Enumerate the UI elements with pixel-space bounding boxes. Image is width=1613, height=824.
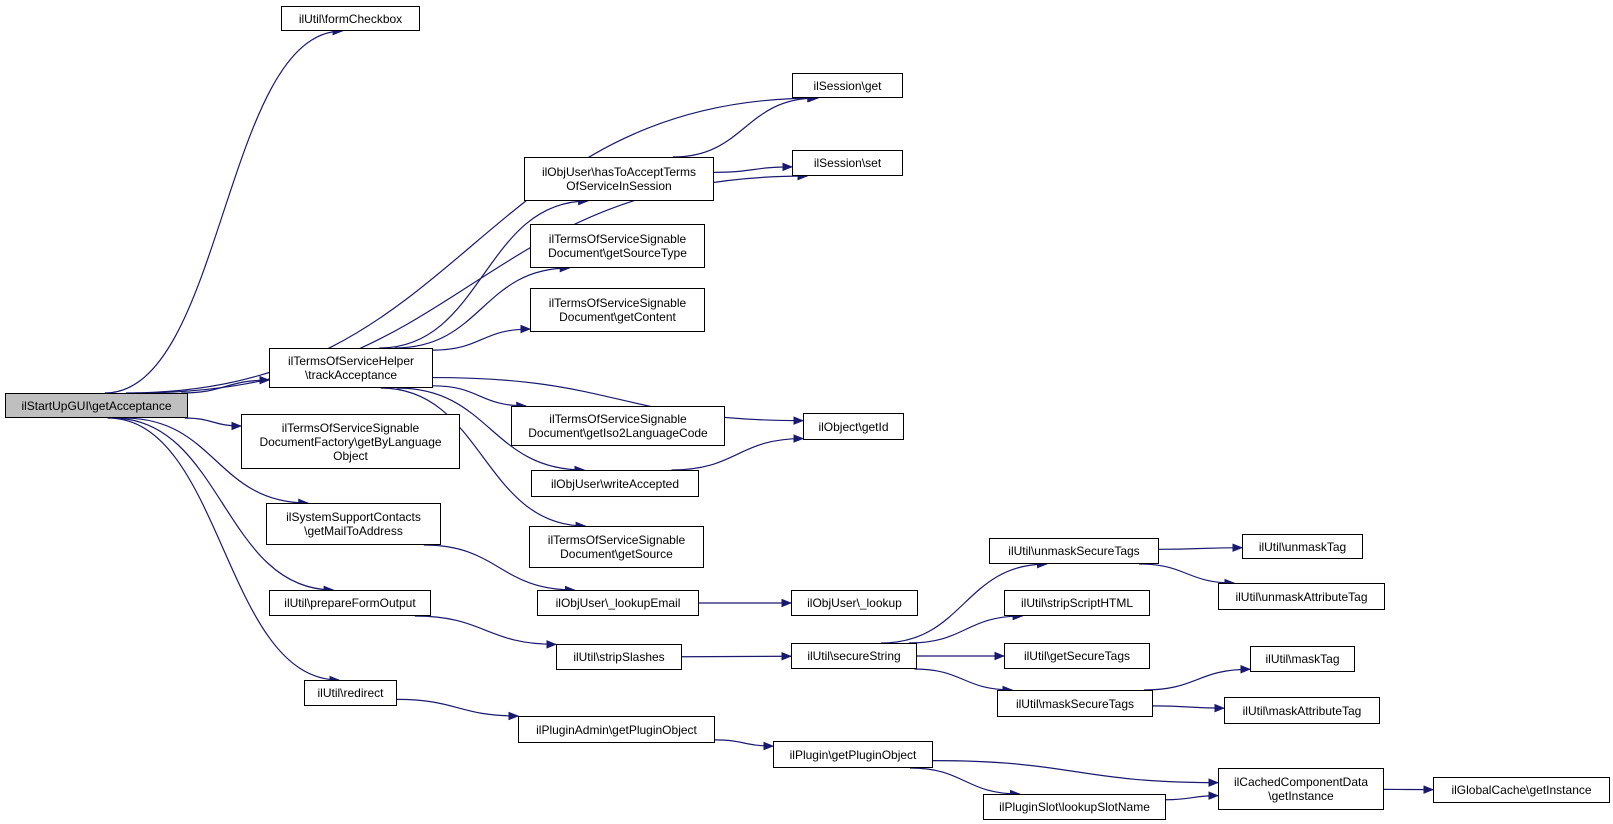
node-lookup-email[interactable]: ilObjUser\_lookupEmail [537, 590, 699, 616]
edge-trackAcceptance-to-hasToAccept [379, 196, 589, 349]
node-strip-script[interactable]: ilUtil\stripScriptHTML [1004, 590, 1150, 616]
edge-root-to-prepareForm [112, 417, 335, 595]
node-plugin-admin[interactable]: ilPluginAdmin\getPluginObject [518, 716, 715, 743]
edge-root-to-mailTo [123, 417, 310, 508]
node-secure-string[interactable]: ilUtil\secureString [791, 643, 917, 669]
edge-trackAcceptance-to-getSource [380, 387, 587, 531]
node-prepare-form[interactable]: ilUtil\prepareFormOutput [269, 590, 431, 616]
node-mail-to[interactable]: ilSystemSupportContacts \getMailToAddres… [266, 503, 441, 545]
node-get-id[interactable]: ilObject\getId [803, 413, 904, 440]
edge-hasToAccept-to-sessSet [713, 162, 794, 173]
edge-trackAcceptance-to-getIso2 [432, 385, 528, 411]
edge-maskSecure-to-maskAttr [1152, 703, 1226, 713]
edge-pluginObj-to-cached [932, 760, 1220, 787]
node-get-source[interactable]: ilTermsOfServiceSignable Document\getSou… [529, 526, 704, 568]
edge-secureString-to-unmaskSecure [881, 559, 1048, 644]
node-track-acceptance[interactable]: ilTermsOfServiceHelper \trackAcceptance [269, 348, 433, 388]
node-sess-set[interactable]: ilSession\set [792, 150, 903, 176]
edge-trackAcceptance-to-getId [432, 376, 805, 425]
node-strip-slashes[interactable]: ilUtil\stripSlashes [556, 644, 682, 670]
edge-redirect-to-pluginAdmin [396, 698, 520, 721]
node-mask-secure[interactable]: ilUtil\maskSecureTags [997, 690, 1153, 717]
edge-pluginObj-to-lookupSlot [909, 767, 1021, 799]
edge-root-to-sessGet [125, 93, 820, 394]
node-get-secure-tags[interactable]: ilUtil\getSecureTags [1004, 643, 1150, 669]
node-get-source-type[interactable]: ilTermsOfServiceSignable Document\getSou… [530, 224, 705, 268]
edge-secureString-to-maskSecure [914, 668, 1014, 695]
edge-root-to-formCheckbox [104, 26, 344, 394]
node-form-checkbox[interactable]: ilUtil\formCheckbox [281, 6, 420, 31]
edge-trackAcceptance-to-getContent [432, 324, 532, 351]
edge-unmaskSecure-to-unmaskAttr [1138, 563, 1236, 588]
node-plugin-obj[interactable]: ilPlugin\getPluginObject [773, 741, 933, 768]
edge-hasToAccept-to-sessGet [672, 93, 819, 158]
node-has-to-accept[interactable]: ilObjUser\hasToAcceptTerms OfServiceInSe… [524, 157, 714, 201]
node-global-cache[interactable]: ilGlobalCache\getInstance [1433, 777, 1610, 803]
edge-trackAcceptance-to-getSourceType [394, 263, 571, 349]
edge-pluginAdmin-to-pluginObj [714, 739, 775, 751]
node-lookup-slot[interactable]: ilPluginSlot\lookupSlotName [983, 794, 1166, 820]
node-unmask-attr[interactable]: ilUtil\unmaskAttributeTag [1218, 583, 1385, 610]
edge-lookupSlot-to-cached [1165, 791, 1220, 801]
edge-prepareForm-to-stripSlashes [414, 615, 558, 649]
node-cached[interactable]: ilCachedComponentData \getInstance [1218, 768, 1384, 810]
edge-root-to-getByLanguage [184, 417, 243, 431]
node-lookup[interactable]: ilObjUser\_lookup [791, 590, 918, 616]
edge-root-to-trackAcceptance [181, 375, 271, 394]
edge-writeAccepted-to-getId [671, 434, 805, 471]
node-write-accepted[interactable]: ilObjUser\writeAccepted [531, 470, 699, 497]
edge-maskSecure-to-maskTag [1144, 664, 1252, 691]
node-sess-get[interactable]: ilSession\get [792, 73, 903, 98]
edge-trackAcceptance-to-writeAccepted [396, 387, 586, 475]
node-unmask-tag[interactable]: ilUtil\unmaskTag [1242, 534, 1363, 559]
edge-root-to-sessSet [135, 171, 809, 394]
node-root[interactable]: ilStartUpGUI\getAcceptance [5, 393, 188, 418]
edge-secureString-to-stripScript [908, 611, 1024, 644]
node-redirect[interactable]: ilUtil\redirect [304, 680, 397, 706]
edge-root-to-redirect [107, 417, 341, 685]
edge-unmaskSecure-to-unmaskTag [1158, 543, 1244, 553]
node-mask-tag[interactable]: ilUtil\maskTag [1250, 646, 1355, 672]
node-get-by-language[interactable]: ilTermsOfServiceSignable DocumentFactory… [241, 414, 460, 469]
edge-mailTo-to-lookupEmail [423, 544, 576, 595]
node-get-content[interactable]: ilTermsOfServiceSignable Document\getCon… [530, 288, 705, 332]
node-get-iso2[interactable]: ilTermsOfServiceSignable Document\getIso… [511, 406, 725, 446]
node-unmask-secure[interactable]: ilUtil\unmaskSecureTags [989, 538, 1159, 564]
node-mask-attr[interactable]: ilUtil\maskAttributeTag [1224, 697, 1380, 724]
